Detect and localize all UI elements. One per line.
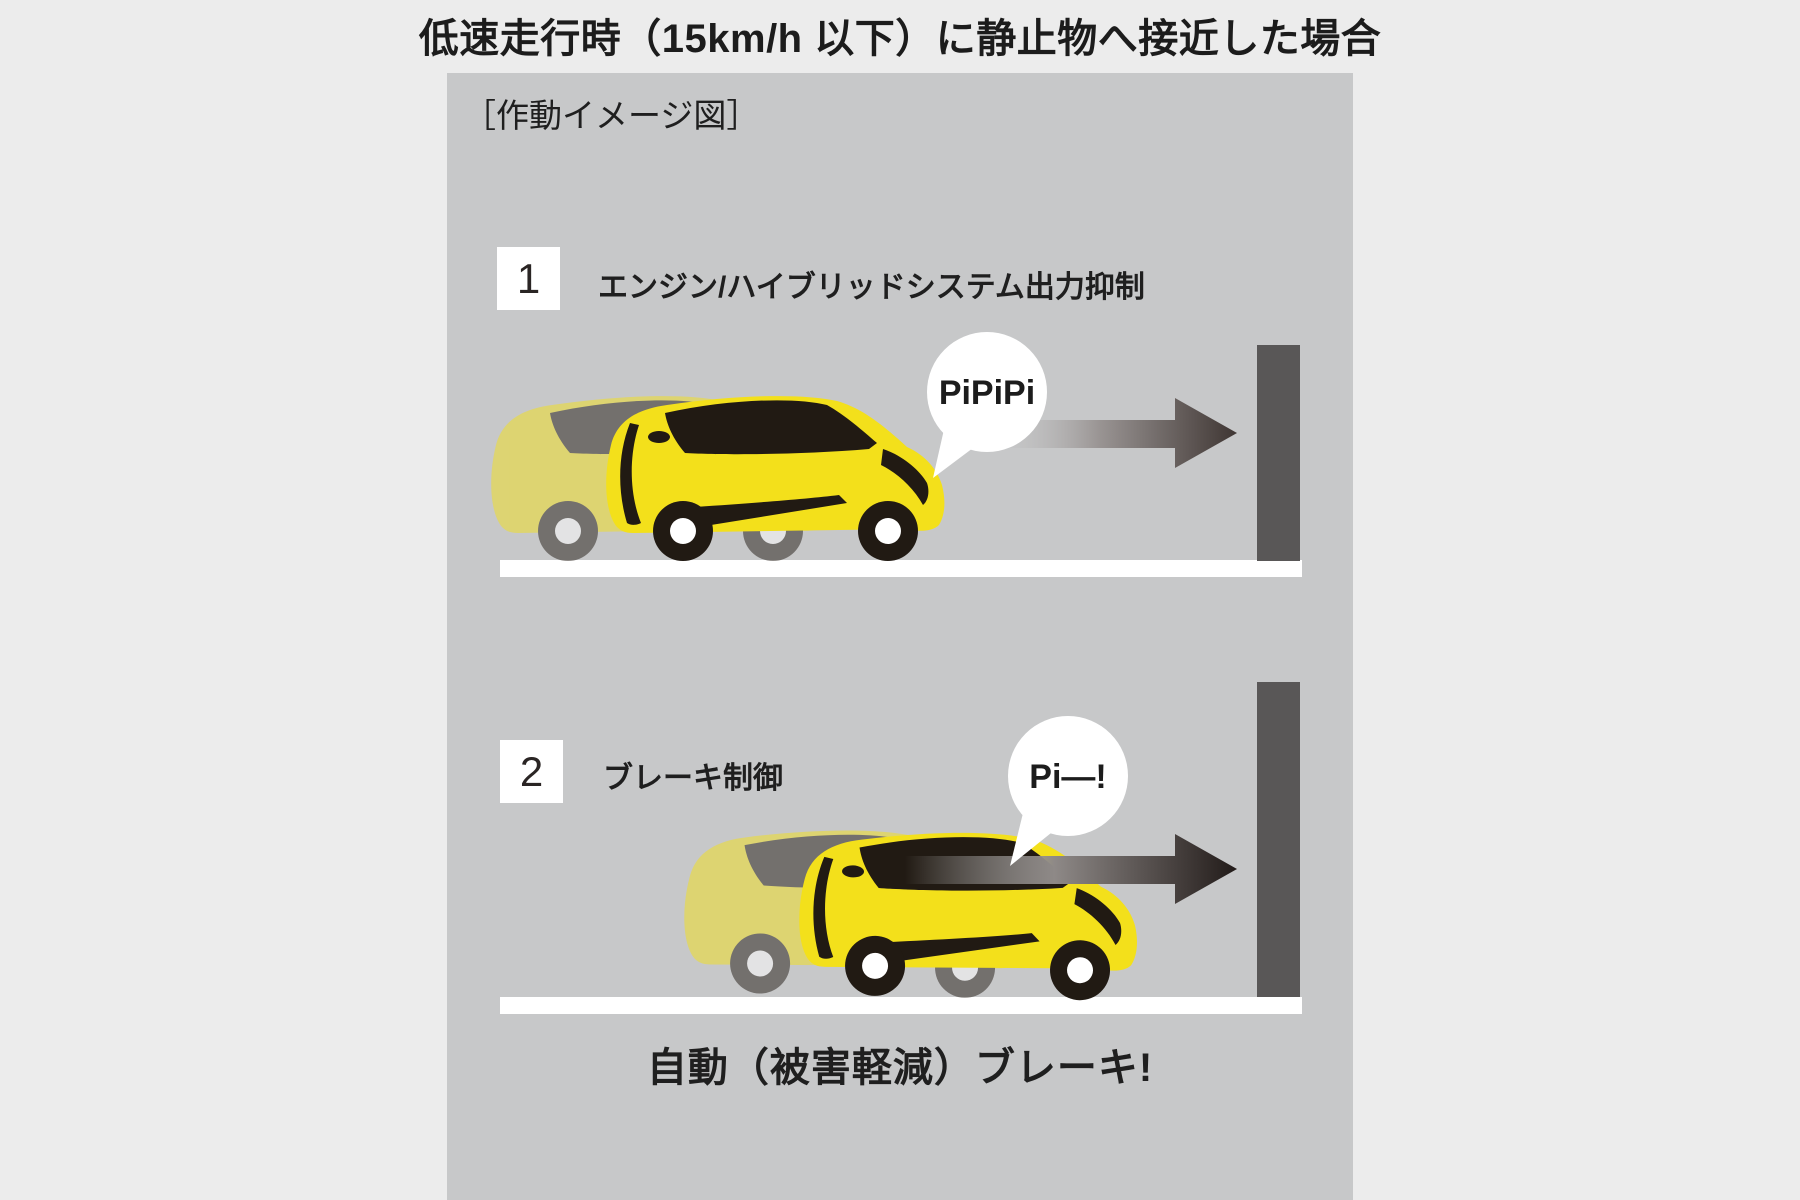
beep-text-scene-2: Pi—! bbox=[1029, 758, 1106, 796]
step-2-badge: 2 bbox=[500, 740, 563, 803]
step-2-number: 2 bbox=[519, 747, 544, 795]
page-title: 低速走行時（15km/h 以下）に静止物へ接近した場合 bbox=[418, 17, 1382, 61]
wall-scene-2 bbox=[1257, 682, 1300, 997]
auto-brake-caption: 自動（被害軽減）ブレーキ! bbox=[646, 1046, 1154, 1090]
road-scene-1 bbox=[500, 560, 1302, 577]
beep-text-scene-1: PiPiPi bbox=[939, 374, 1035, 412]
speech-bubble-scene-2: Pi—! bbox=[1008, 716, 1128, 866]
solid-car bbox=[606, 396, 945, 561]
speech-bubble-scene-1: PiPiPi bbox=[927, 332, 1047, 478]
road-scene-2 bbox=[500, 997, 1302, 1014]
arrow-right-icon-scene-2 bbox=[905, 834, 1237, 904]
car-illustration-scene-1 bbox=[491, 396, 945, 561]
step-1-number: 1 bbox=[516, 254, 541, 302]
step-1-badge: 1 bbox=[497, 247, 560, 310]
wall-scene-1 bbox=[1257, 345, 1300, 561]
panel-label: ［作動イメージ図］ bbox=[463, 97, 760, 134]
step-2-label: ブレーキ制御 bbox=[603, 762, 783, 795]
operation-image-panel: ［作動イメージ図］ 1 エンジン/ハイブリッドシステム出力抑制 bbox=[447, 73, 1353, 1200]
step-1-label: エンジン/ハイブリッドシステム出力抑制 bbox=[598, 271, 1145, 304]
